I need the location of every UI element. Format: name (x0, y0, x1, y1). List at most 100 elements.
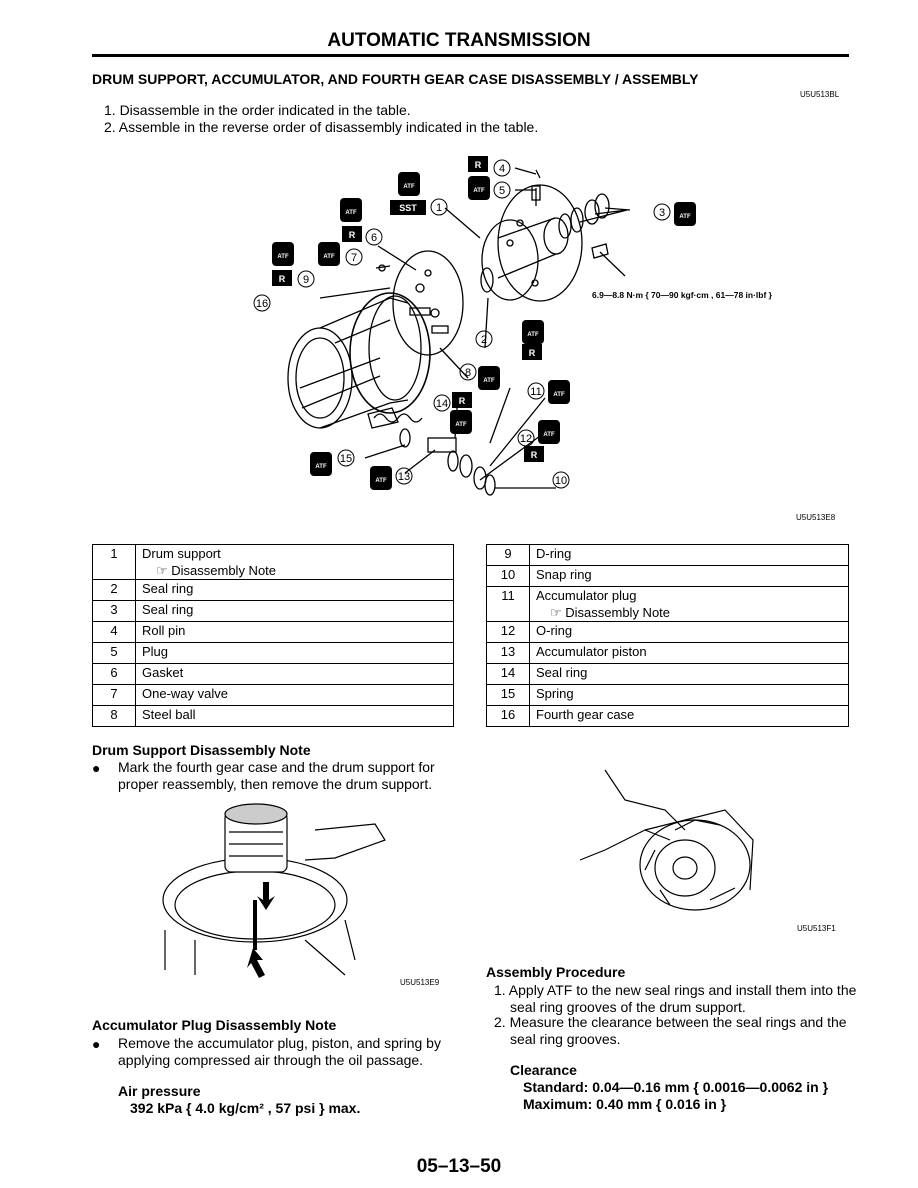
r-badge: R (452, 392, 472, 408)
atf-badge: ATF (478, 366, 500, 390)
svg-text:ATF: ATF (455, 422, 467, 428)
sst-badge: SST (390, 200, 426, 215)
svg-text:16: 16 (256, 298, 268, 310)
fourth-gear-case-drawing (287, 295, 422, 429)
drum-note-text: Mark the fourth gear case and the drum s… (118, 759, 435, 792)
exploded-diagram: 6.9—8.8 N·m { 70—90 kgf·cm , 61—78 in·lb… (253, 156, 773, 496)
svg-text:5: 5 (499, 185, 505, 197)
callout-15: 15 (337, 449, 355, 467)
assembly-title: Assembly Procedure (486, 964, 626, 980)
page-header-title: AUTOMATIC TRANSMISSION (327, 30, 591, 51)
atf-badge: ATF (674, 202, 696, 226)
svg-text:10: 10 (555, 475, 567, 487)
drum-removal-figure (579, 769, 754, 911)
svg-text:ATF: ATF (543, 432, 555, 438)
svg-text:ATF: ATF (277, 254, 289, 260)
svg-text:ATF: ATF (323, 254, 335, 260)
svg-text:1: 1 (436, 202, 442, 214)
assembly-step-1: 1. Apply ATF to the new seal rings and i… (494, 982, 857, 1015)
bullet-icon: ● (92, 760, 101, 776)
svg-text:6: 6 (371, 232, 377, 244)
air-pressure-title: Air pressure (118, 1083, 201, 1099)
svg-text:ATF: ATF (483, 378, 495, 384)
diagram-code: U5U513E8 (796, 513, 836, 522)
assembly-step-2: 2. Measure the clearance between the sea… (494, 1014, 847, 1047)
svg-text:R: R (459, 396, 466, 406)
section-code: U5U513BL (800, 90, 840, 99)
atf-badge: ATF (538, 420, 560, 444)
callout-11: 11 (527, 382, 545, 400)
svg-text:11: 11 (530, 386, 541, 398)
bullet-icon: ● (92, 1036, 101, 1052)
svg-text:ATF: ATF (679, 214, 691, 220)
callout-12: 12 (517, 429, 535, 447)
air-pressure-value: 392 kPa { 4.0 kg/cm² , 57 psi } max. (130, 1100, 361, 1116)
clearance-title: Clearance (510, 1062, 577, 1078)
atf-badge: ATF (340, 198, 362, 222)
svg-text:ATF: ATF (345, 210, 357, 216)
clearance-standard: Standard: 0.04—0.16 mm { 0.0016—0.0062 i… (523, 1079, 829, 1095)
gasket-drawing (349, 292, 431, 414)
svg-text:8: 8 (465, 367, 471, 379)
svg-text:R: R (531, 450, 538, 460)
accumulator-parts-drawing (373, 413, 496, 496)
drum-note-title: Drum Support Disassembly Note (92, 742, 311, 758)
callout-2: 2 (475, 330, 493, 348)
atf-badge: ATF (370, 466, 392, 490)
svg-text:9: 9 (303, 274, 309, 286)
svg-text:12: 12 (520, 433, 532, 445)
svg-text:SST: SST (399, 203, 417, 213)
svg-text:4: 4 (499, 163, 505, 175)
callout-13: 13 (395, 467, 413, 485)
callout-4: 4 (493, 159, 511, 177)
svg-text:14: 14 (436, 398, 448, 410)
atf-badge: ATF (398, 172, 420, 196)
callout-10: 10 (552, 471, 570, 489)
step-2: 2. Assemble in the reverse order of disa… (104, 119, 539, 135)
svg-text:ATF: ATF (315, 464, 327, 470)
clearance-maximum: Maximum: 0.40 mm { 0.016 in } (523, 1096, 727, 1112)
svg-text:15: 15 (340, 453, 352, 465)
disassembly-note-ref: ☞ Disassembly Note (550, 605, 671, 620)
svg-text:ATF: ATF (473, 188, 485, 194)
callout-16: 16 (253, 294, 271, 312)
header-rule (92, 54, 849, 57)
callout-3: 3 (653, 203, 671, 221)
callout-6: 6 (365, 228, 383, 246)
disassembly-note-ref: ☞ Disassembly Note (156, 563, 277, 578)
arrow-up-icon (247, 948, 265, 978)
r-badge: R (524, 446, 544, 462)
svg-text:ATF: ATF (403, 184, 415, 190)
drum-support-marking-figure (162, 803, 386, 978)
svg-text:R: R (279, 274, 286, 284)
right-fig-code: U5U513F1 (797, 924, 836, 933)
torque-label: 6.9—8.8 N·m { 70—90 kgf·cm , 61—78 in·lb… (592, 290, 773, 300)
r-badge: R (468, 156, 488, 172)
callout-9: 9 (297, 270, 315, 288)
drum-support-drawing (481, 184, 583, 302)
atf-badge: ATF (548, 380, 570, 404)
svg-text:R: R (529, 348, 536, 358)
r-badge: R (342, 226, 362, 242)
svg-text:ATF: ATF (375, 478, 387, 484)
step-1: 1. Disassemble in the order indicated in… (104, 102, 411, 118)
callout-1: 1 (430, 198, 448, 216)
accum-note-title: Accumulator Plug Disassembly Note (92, 1017, 337, 1033)
atf-badge: ATF (450, 410, 472, 434)
atf-badge: ATF (318, 242, 340, 266)
svg-text:13: 13 (398, 471, 410, 483)
plate-drawing (392, 250, 464, 356)
atf-badge: ATF (468, 176, 490, 200)
